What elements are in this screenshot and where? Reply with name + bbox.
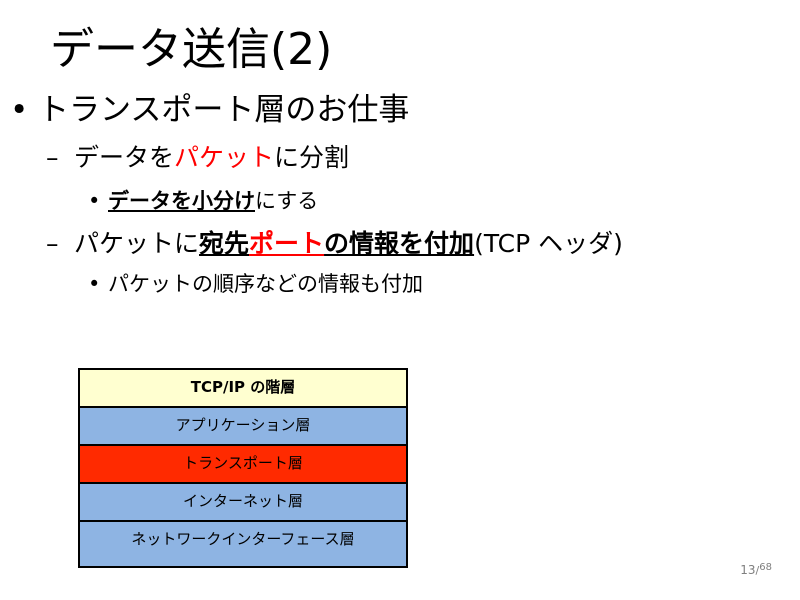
subdivide-emphasis: データを小分け <box>108 189 255 213</box>
bullet-text: データを小分けにする <box>108 189 318 213</box>
page-number: 13/68 <box>740 562 772 577</box>
bullet-marker: • <box>88 189 101 213</box>
port-emphasis: ポート <box>249 229 325 258</box>
layer-table-header: TCP/IP の階層 <box>80 370 406 408</box>
bullet-order-info: • パケットの順序などの情報も付加 <box>88 269 423 299</box>
text-prefix: データを <box>74 143 175 172</box>
bullet-text: パケットの順序などの情報も付加 <box>108 272 423 296</box>
current-page: 13 <box>740 563 756 577</box>
total-pages: 68 <box>759 562 772 573</box>
network-interface-layer-row: ネットワークインターフェース層 <box>80 522 406 566</box>
text-suffix: にする <box>255 189 319 213</box>
bullet-text: トランスポート層のお仕事 <box>38 92 410 128</box>
info-emphasis: の情報を付加 <box>324 229 475 258</box>
bullet-text: データをパケットに分割 <box>74 143 349 172</box>
bullet-marker: • <box>10 92 29 128</box>
application-layer-row: アプリケーション層 <box>80 408 406 446</box>
bullet-split-packets: – データをパケットに分割 <box>46 140 349 176</box>
text-suffix: に分割 <box>274 143 350 172</box>
tcpip-layer-table: TCP/IP の階層 アプリケーション層 トランスポート層 インターネット層 ネ… <box>78 368 408 568</box>
bullet-text: パケットに宛先ポートの情報を付加(TCP ヘッダ) <box>74 229 623 258</box>
internet-layer-row: インターネット層 <box>80 484 406 522</box>
transport-layer-row: トランスポート層 <box>80 446 406 484</box>
dash-marker: – <box>46 229 59 258</box>
bullet-transport-role: • トランスポート層のお仕事 <box>10 88 409 132</box>
bullet-subdivide-data: • データを小分けにする <box>88 186 318 216</box>
page-separator: / <box>755 564 760 577</box>
dash-marker: – <box>46 143 59 172</box>
slide-title: データ送信(2) <box>50 24 333 75</box>
bullet-add-port-info: – パケットに宛先ポートの情報を付加(TCP ヘッダ) <box>46 226 623 262</box>
tcp-header-note: (TCP ヘッダ) <box>474 229 623 258</box>
packet-highlight: パケット <box>174 143 275 172</box>
bullet-marker: • <box>88 272 101 296</box>
destination-emphasis: 宛先 <box>199 229 250 258</box>
text-prefix: パケットに <box>74 229 200 258</box>
